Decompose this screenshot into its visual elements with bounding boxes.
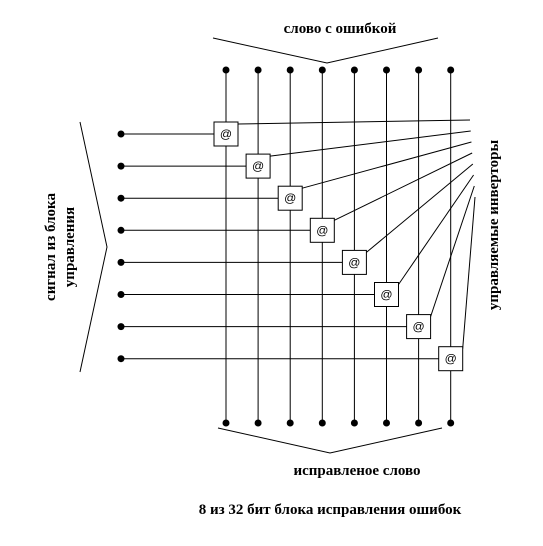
inverter-box-1: [213, 121, 239, 147]
output-terminal-3: [286, 419, 294, 427]
input-terminal-5: [350, 66, 358, 74]
inverter-2: @: [245, 153, 271, 179]
left-label-line2: управления: [62, 207, 78, 287]
left-label-line1: сигнал из блока: [43, 193, 59, 301]
inverter-symbol-4: @: [316, 223, 328, 237]
input-terminal-4: [318, 66, 326, 74]
inverter-box-8: [438, 346, 464, 372]
inverter-6: @: [374, 282, 399, 307]
output-terminal-2: [254, 419, 262, 427]
left-bracket: [79, 121, 108, 373]
input-terminal-2: [254, 66, 262, 74]
leader-line-8: [462, 196, 476, 349]
inverter-symbol-8: @: [445, 352, 457, 366]
inverter-box-7: [406, 314, 432, 340]
leader-line-6: [398, 174, 474, 285]
control-terminal-2: [117, 162, 125, 170]
leader-line-1: [237, 119, 471, 125]
inverter-cells: @ @ @ @ @ @ @ @: [213, 121, 464, 372]
input-terminal-3: [286, 66, 294, 74]
output-terminal-8: [447, 419, 455, 427]
output-terminal-4: [318, 419, 326, 427]
leader-line-4: [334, 152, 473, 221]
inverter-symbol-3: @: [284, 191, 296, 205]
inverter-symbol-6: @: [380, 288, 392, 302]
leader-line-7: [430, 185, 475, 317]
input-terminal-1: [222, 66, 230, 74]
control-terminal-6: [117, 291, 125, 298]
inverter-box-3: [277, 185, 303, 211]
inverter-box-5: [341, 249, 367, 275]
inverter-3: @: [277, 185, 303, 211]
control-terminal-5: [117, 258, 125, 266]
caption: 8 из 32 бит блока исправления ошибок: [199, 502, 462, 518]
bottom-bracket: [217, 427, 443, 454]
output-terminal-7: [415, 419, 423, 427]
inverter-box-4: [309, 217, 335, 243]
leader-line-3: [302, 141, 472, 189]
top-label: слово с ошибкой: [284, 21, 397, 37]
control-terminal-4: [117, 226, 125, 234]
leader-line-5: [366, 163, 474, 253]
output-terminal-1: [222, 419, 230, 427]
inverter-symbol-7: @: [413, 320, 425, 334]
left-label: сигнал из блока управления: [43, 193, 78, 301]
control-terminal-8: [117, 355, 125, 363]
inverter-box-2: [245, 153, 271, 179]
inverter-1: @: [213, 121, 239, 147]
output-terminal-5: [350, 419, 358, 427]
inverter-5: @: [341, 249, 367, 275]
control-terminal-7: [117, 323, 125, 331]
top-bracket: [212, 37, 439, 64]
right-label: управляемые инверторы: [486, 140, 502, 311]
output-terminal-6: [383, 419, 390, 427]
control-terminal-3: [117, 194, 125, 202]
input-terminal-6: [383, 66, 390, 74]
inverter-box-6: [374, 282, 399, 307]
inverter-symbol-5: @: [348, 255, 360, 269]
brackets: [79, 37, 443, 454]
inverter-symbol-2: @: [252, 159, 264, 173]
input-terminal-8: [447, 66, 455, 74]
inverter-4: @: [309, 217, 335, 243]
bottom-label: исправленое слово: [293, 463, 420, 479]
inverter-leader-lines: [237, 119, 476, 349]
control-terminal-1: [117, 130, 125, 138]
inverter-8: @: [438, 346, 464, 372]
input-terminal-7: [415, 66, 423, 74]
leader-line-2: [270, 130, 471, 157]
right-label-text: управляемые инверторы: [486, 140, 502, 311]
inverter-7: @: [406, 314, 432, 340]
bit-grid: [117, 66, 455, 427]
inverter-symbol-1: @: [220, 127, 232, 141]
